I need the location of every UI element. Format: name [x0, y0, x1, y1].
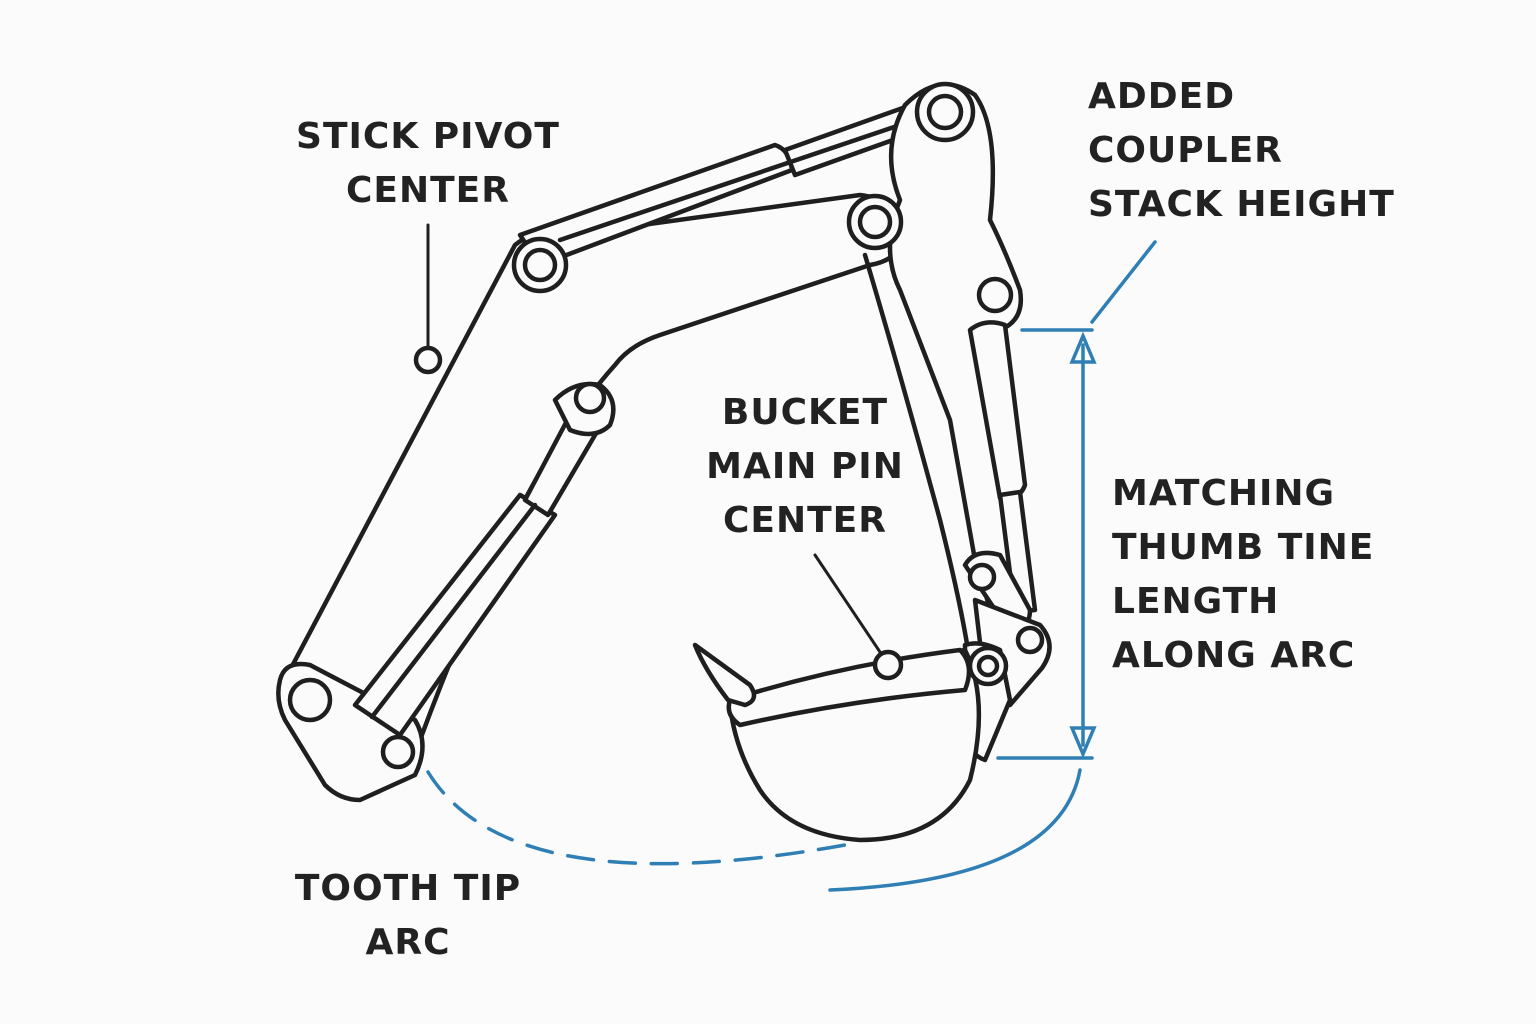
pin-bucket-link — [976, 654, 1000, 678]
stick — [862, 82, 1024, 653]
dim-arrow-up — [1069, 331, 1097, 364]
pin-linkage-upper — [967, 562, 997, 592]
pin-boom-knee — [522, 247, 558, 283]
tooth-tip-arc — [426, 770, 847, 866]
stick-body — [887, 82, 1024, 628]
pin-linkage-mid — [1015, 625, 1045, 655]
dimension-annotations — [426, 240, 1157, 892]
coupler-leader — [1090, 240, 1157, 324]
pivot-pins — [287, 81, 1045, 770]
bucket-pin-leader — [813, 553, 882, 654]
label-line: CENTER — [345, 170, 510, 211]
label-line: STICK PIVOT — [296, 116, 560, 157]
label-stick-pivot-center: STICK PIVOT CENTER — [288, 110, 568, 218]
boom-cylinder — [352, 381, 616, 738]
pin-boom-foot — [287, 677, 333, 723]
label-line: MATCHING — [1112, 473, 1336, 514]
label-tooth-tip-arc: TOOTH TIP ARC — [283, 862, 533, 970]
label-bucket-main-pin-center: BUCKET MAIN PIN CENTER — [690, 386, 920, 548]
bucket-lip — [726, 647, 972, 728]
label-line: COUPLER — [1088, 130, 1283, 171]
bucket-main-pin-marker — [872, 649, 904, 681]
label-line: CENTER — [722, 500, 887, 541]
label-added-coupler-stack-height: ADDED COUPLER STACK HEIGHT — [1088, 70, 1428, 232]
bucket-tooth — [692, 642, 757, 708]
stick-pivot-center-marker — [413, 345, 443, 375]
label-line: THUMB TINE — [1112, 527, 1375, 568]
label-line: ARC — [365, 922, 451, 963]
label-line: ALONG ARC — [1112, 635, 1356, 676]
stick-inner-edge — [862, 252, 971, 653]
stick-cylinder-line — [557, 122, 903, 243]
label-line: TOOTH TIP — [294, 868, 522, 909]
bucket — [692, 642, 982, 843]
label-line: MAIN PIN — [706, 446, 904, 487]
dim-arrow-down — [1069, 726, 1097, 759]
boom-cylinder-line — [369, 502, 538, 720]
label-line: LENGTH — [1112, 581, 1280, 622]
pin-stick-top — [926, 93, 964, 131]
label-line: ADDED — [1088, 76, 1236, 117]
label-matching-thumb-tine-length: MATCHING THUMB TINE LENGTH ALONG ARC — [1112, 467, 1412, 683]
pin-boom-top — [857, 204, 893, 240]
pin-boom-cylinder-base — [380, 734, 416, 770]
label-line: STACK HEIGHT — [1088, 184, 1395, 225]
label-line: BUCKET — [721, 392, 889, 433]
pin-boom-cylinder-top — [573, 381, 607, 415]
thumb-tine-arc — [828, 768, 1082, 892]
pin-bucket-cylinder-top — [976, 276, 1014, 314]
